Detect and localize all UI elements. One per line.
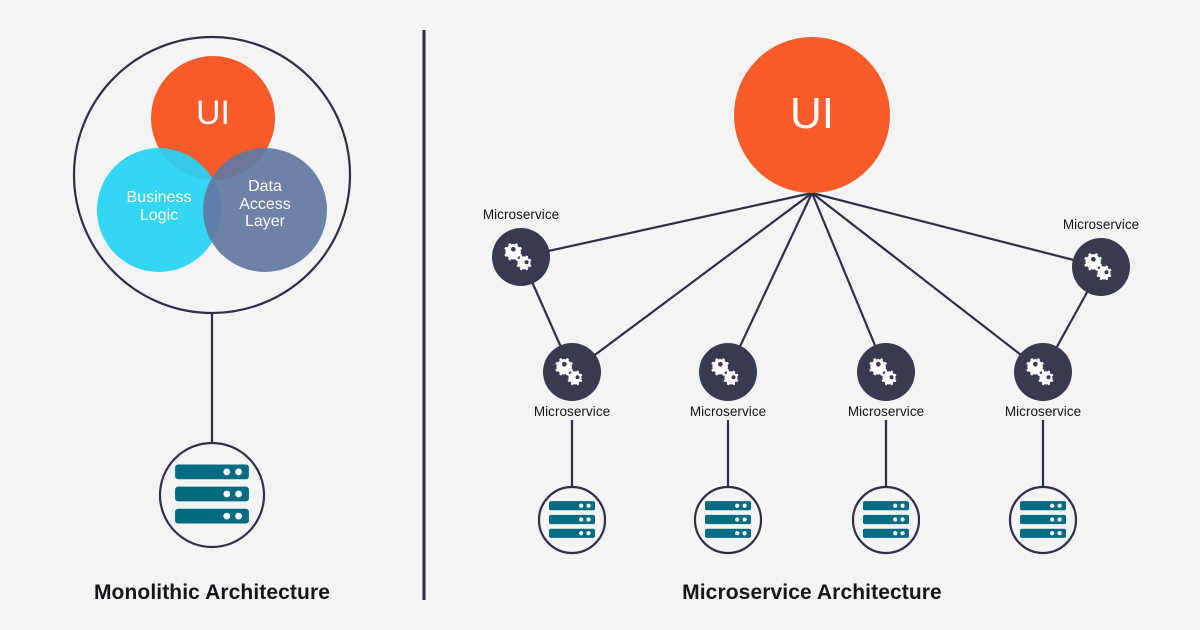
microservice-panel	[492, 37, 1130, 555]
db-2-node[interactable]	[693, 485, 763, 555]
hub-edges	[520, 191, 1102, 373]
edge-ui-to-ms-row-1	[571, 192, 813, 373]
ms-row-2-node[interactable]	[699, 343, 757, 401]
server-icon	[549, 501, 595, 538]
ms-row-4-label: Microservice	[1004, 404, 1082, 419]
monolithic-panel-title: Monolithic Architecture	[93, 581, 331, 604]
db-4-node[interactable]	[1008, 485, 1078, 555]
server-icon	[863, 501, 909, 538]
monolith-business-logic-circle[interactable]	[97, 148, 221, 272]
db-1-node[interactable]	[537, 485, 607, 555]
database-connectors	[570, 420, 1045, 487]
server-icon	[175, 464, 249, 524]
ms-left-label: Microservice	[482, 207, 560, 222]
edge-ui-to-ms-row-4	[811, 192, 1044, 373]
ms-row-3-label: Microservice	[847, 404, 925, 419]
ms-row-1-label: Microservice	[533, 404, 611, 419]
ms-row-3-node[interactable]	[857, 343, 915, 401]
edge-ui-to-ms-right	[811, 191, 1102, 269]
edge-ui-to-ms-row-3	[810, 192, 888, 373]
monolithic-panel	[72, 35, 352, 549]
server-icon	[1020, 501, 1066, 538]
edge-ui-to-ms-row-2	[727, 192, 813, 373]
db-3-node[interactable]	[851, 485, 921, 555]
ms-right-node[interactable]	[1072, 238, 1130, 296]
ms-right-label: Microservice	[1062, 217, 1140, 232]
ms-row-1-node[interactable]	[543, 343, 601, 401]
monolith-database-node[interactable]	[158, 441, 266, 549]
monolith-ui-circle[interactable]	[151, 56, 275, 180]
ms-row-4-node[interactable]	[1014, 343, 1072, 401]
ms-left-node[interactable]	[492, 228, 550, 286]
edge-ui-to-ms-left	[520, 191, 813, 259]
microservice-panel-title: Microservice Architecture	[682, 581, 942, 604]
microservice-ui-circle[interactable]	[734, 37, 890, 193]
monolith-data-access-layer-circle[interactable]	[203, 148, 327, 272]
server-icon	[705, 501, 751, 538]
ms-row-2-label: Microservice	[689, 404, 767, 419]
